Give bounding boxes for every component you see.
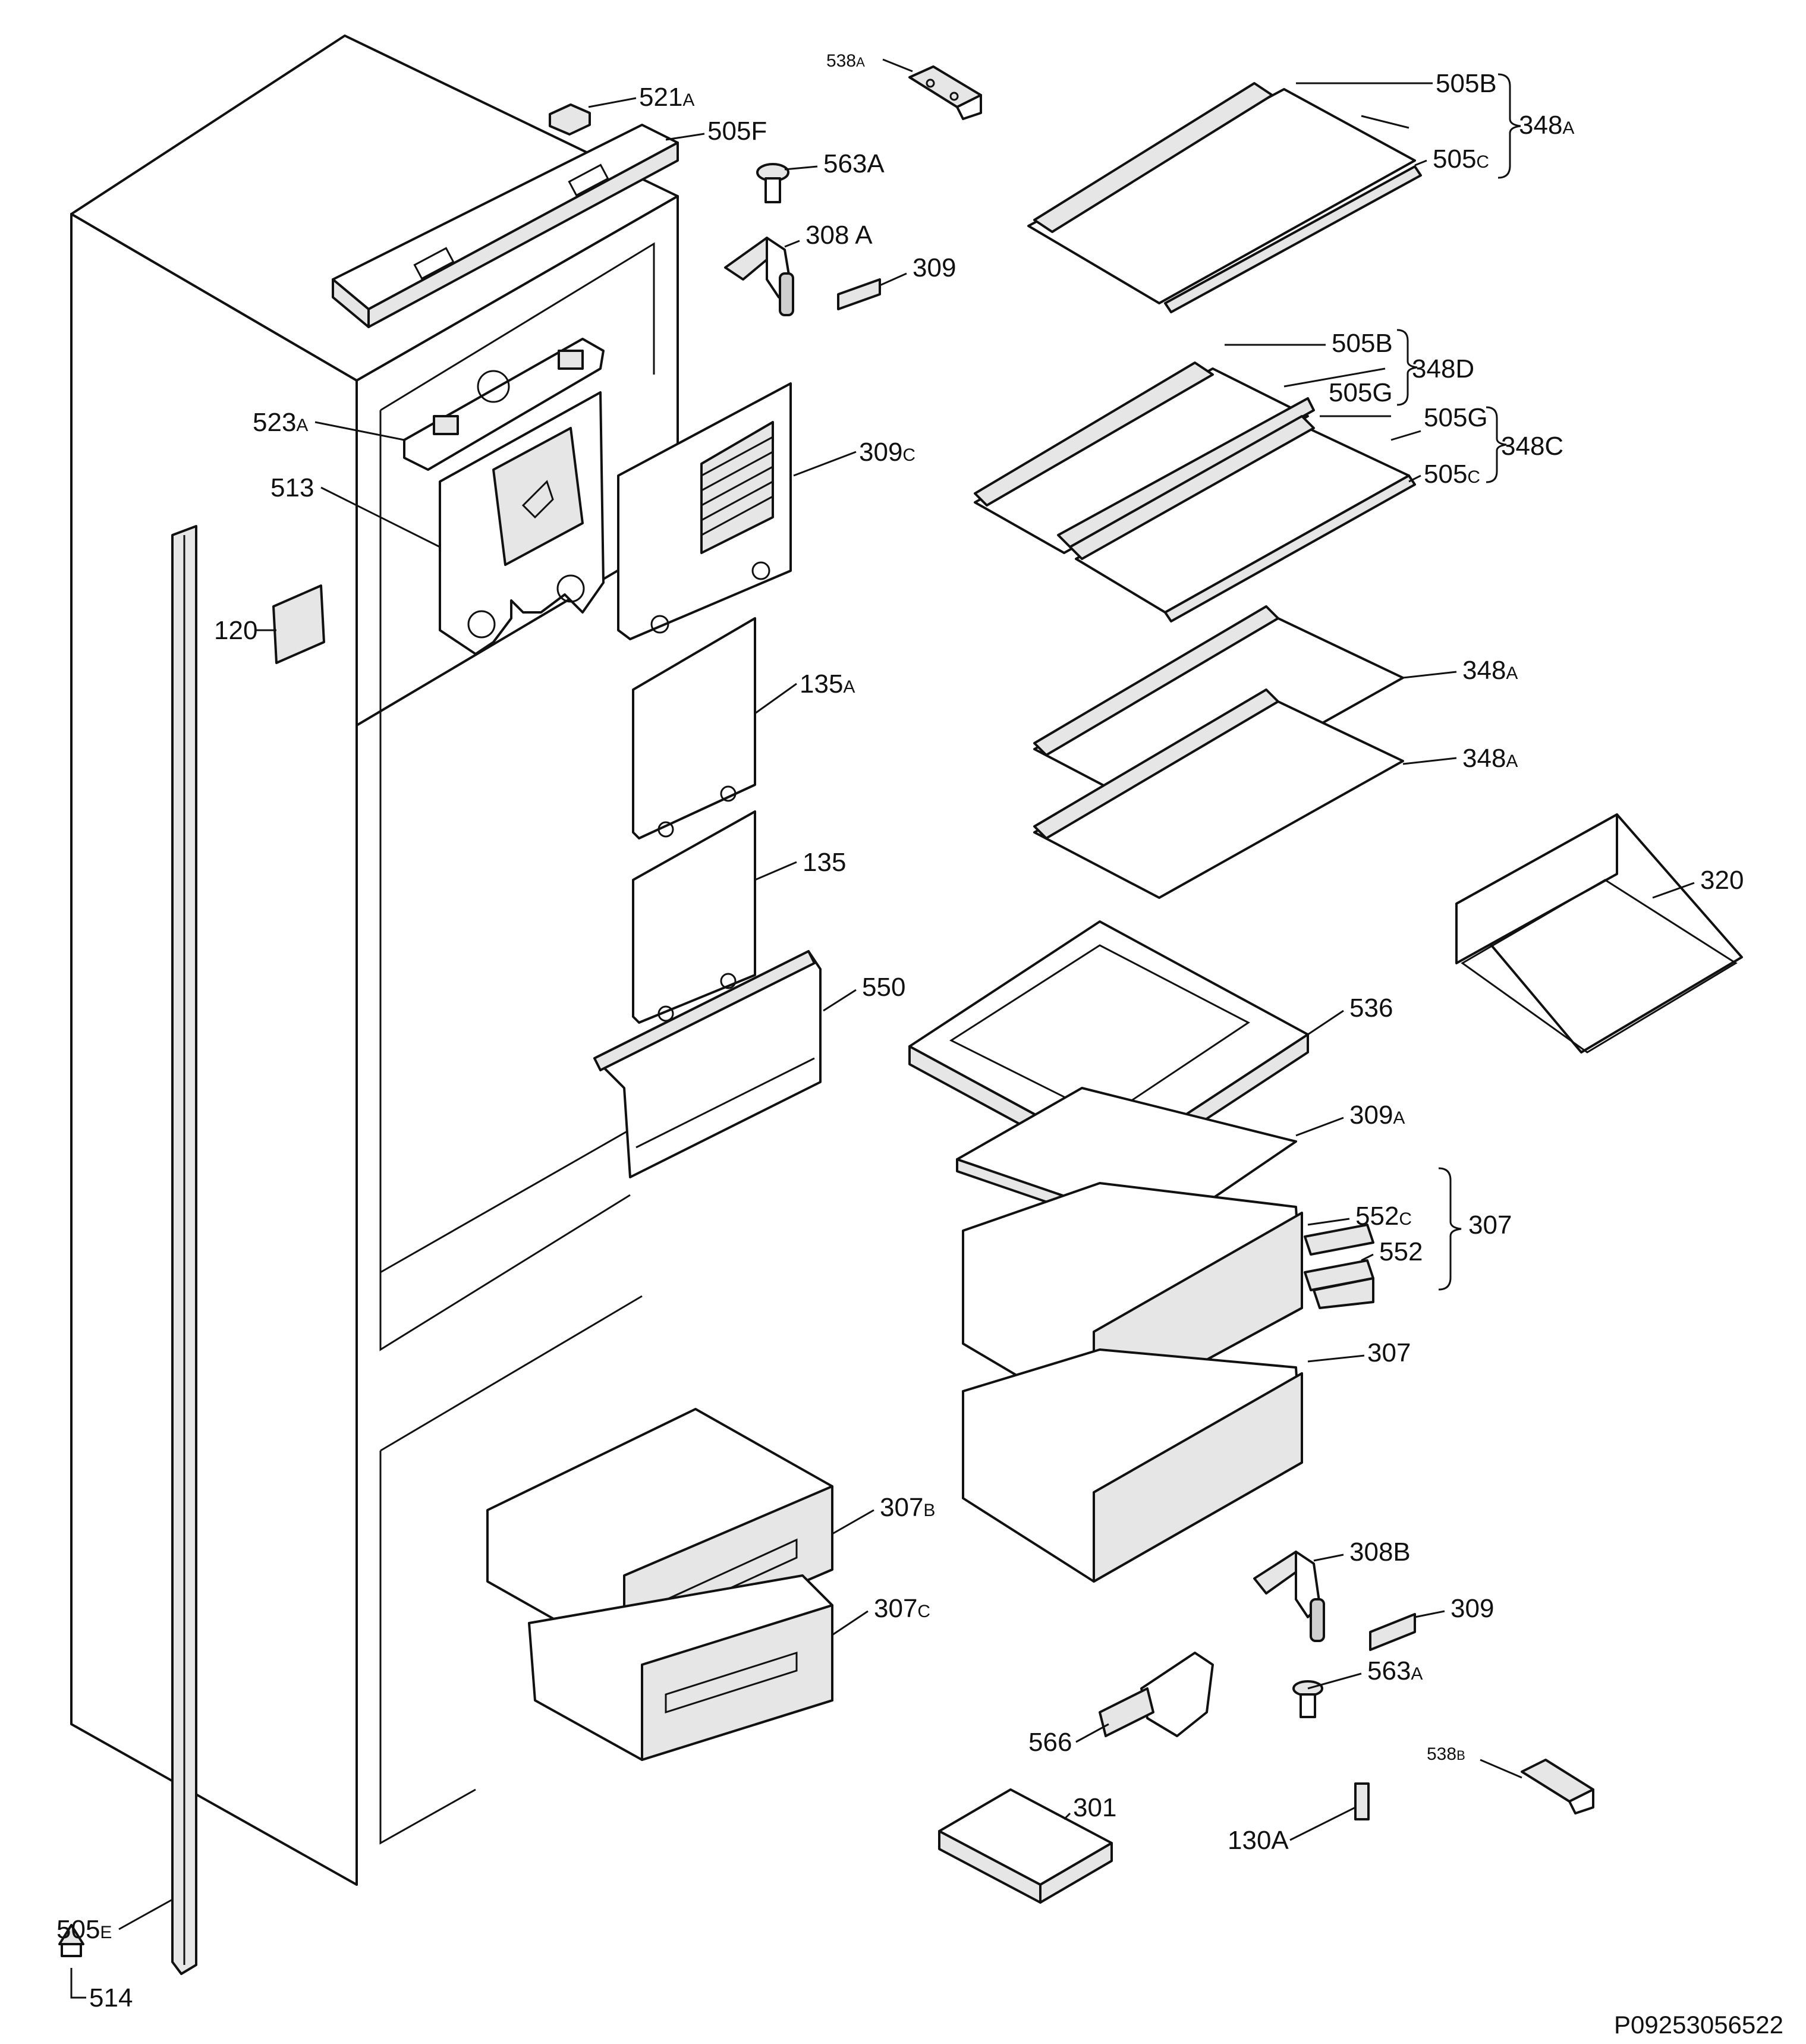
label-513: 513 — [270, 473, 314, 502]
wire-basket-320 — [1455, 813, 1743, 1054]
label-309-bottom: 309 — [1451, 1594, 1494, 1623]
label-505e: 505E — [56, 1915, 112, 1944]
label-566: 566 — [1028, 1728, 1072, 1757]
hinge-538b — [1521, 1759, 1594, 1815]
label-552c: 552C — [1355, 1202, 1412, 1231]
scoop-566 — [1099, 1652, 1214, 1737]
label-505c-1: 505C — [1433, 144, 1489, 174]
bracket-308a — [724, 237, 794, 316]
label-348d: 348D — [1412, 354, 1474, 383]
shelf-348a-top — [1027, 82, 1422, 313]
label-309a: 309A — [1349, 1100, 1405, 1130]
label-521a: 521A — [639, 83, 694, 112]
label-523a: 523A — [253, 408, 308, 437]
grille-panel-309c — [617, 382, 792, 640]
part-labels: 521A 505F 563A 308 A 309 538A 505B 348A … — [56, 51, 1783, 2039]
screw-563a-top — [756, 163, 789, 203]
label-563a-top: 563A — [823, 149, 885, 178]
foot-514 — [58, 1924, 84, 1957]
label-505c-2: 505C — [1424, 460, 1480, 489]
label-308b: 308B — [1349, 1537, 1411, 1567]
cap-521a — [549, 103, 591, 136]
label-550: 550 — [862, 973, 905, 1002]
bracket-308b — [1253, 1551, 1325, 1642]
drip-tray-550 — [593, 950, 822, 1178]
ice-tray-301 — [938, 1788, 1113, 1904]
document-code: P09253056522 — [1614, 2011, 1783, 2039]
label-307c: 307C — [874, 1594, 930, 1623]
label-plate-309-top — [837, 278, 881, 310]
label-309-top: 309 — [913, 253, 956, 282]
label-538b: 538B — [1427, 1744, 1465, 1764]
pad-120 — [272, 584, 325, 664]
label-130a: 130A — [1228, 1826, 1289, 1855]
label-505b-2: 505B — [1332, 329, 1393, 358]
label-348a-3: 348A — [1462, 744, 1518, 773]
label-135: 135 — [803, 848, 846, 877]
label-348a-2: 348A — [1462, 656, 1518, 685]
cover-513 — [439, 391, 605, 655]
label-505g-1: 505G — [1329, 378, 1393, 407]
label-505f: 505F — [707, 117, 767, 146]
label-307-group: 307 — [1468, 1210, 1512, 1240]
part-130a — [1354, 1782, 1370, 1820]
panel-135a — [632, 617, 756, 839]
label-120: 120 — [214, 616, 257, 645]
label-308a: 308 A — [806, 221, 873, 250]
label-307b: 307B — [880, 1493, 935, 1522]
leader-lines — [70, 58, 1695, 1999]
label-320: 320 — [1700, 866, 1744, 895]
label-514: 514 — [89, 1983, 133, 2012]
top-channel-505f — [332, 124, 679, 328]
label-552: 552 — [1379, 1237, 1423, 1266]
label-135a: 135A — [800, 669, 855, 699]
shelf-348a-lower — [1033, 688, 1404, 899]
door-gasket-505e — [171, 525, 197, 1975]
label-563a-bottom: 563A — [1367, 1656, 1423, 1685]
label-505g-2: 505G — [1424, 403, 1488, 432]
shelf-348c — [1069, 415, 1416, 622]
label-309c: 309C — [859, 438, 915, 467]
label-536: 536 — [1349, 993, 1393, 1023]
screw-563a-bottom — [1292, 1680, 1323, 1718]
label-348c: 348C — [1501, 432, 1563, 461]
label-301: 301 — [1073, 1793, 1116, 1822]
bin-307c — [528, 1574, 833, 1761]
label-307-lower: 307 — [1367, 1338, 1411, 1367]
group-braces — [1396, 73, 1521, 1291]
rails-552 — [1304, 1224, 1374, 1309]
label-plate-309-bottom — [1369, 1613, 1416, 1651]
fridge-cabinet — [70, 34, 679, 1886]
label-538a: 538A — [826, 51, 865, 71]
bracket-523a — [403, 338, 605, 471]
label-348a-1: 348A — [1519, 111, 1574, 140]
label-505b-1: 505B — [1436, 69, 1497, 98]
panel-135 — [632, 810, 756, 1024]
drawer-307-lower — [962, 1348, 1303, 1583]
hinge-538a — [908, 65, 982, 120]
shelf-348d — [974, 361, 1315, 554]
